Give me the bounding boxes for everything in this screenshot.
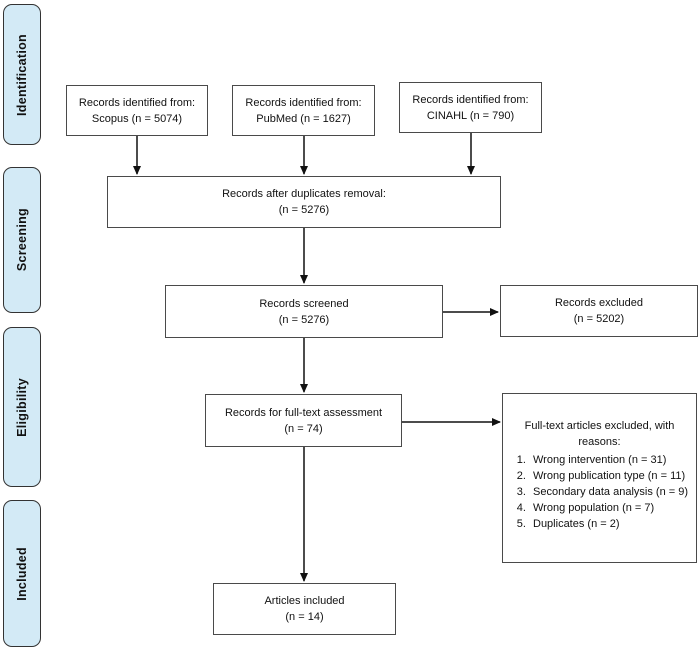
exclusion-reason-item: Wrong population (n = 7): [529, 500, 688, 516]
records-screened-box: Records screened (n = 5276): [165, 285, 443, 338]
stage-eligibility-label: Eligibility: [15, 377, 29, 437]
records-screened-line2: (n = 5276): [278, 313, 330, 326]
stage-eligibility: Eligibility: [3, 327, 41, 487]
fulltext-assessment-line2: (n = 74): [284, 422, 323, 435]
fulltext-excluded-heading-line1: Full-text articles excluded, with: [524, 420, 675, 432]
stage-screening: Screening: [3, 167, 41, 313]
fulltext-excluded-reasons-list: Wrong intervention (n = 31) Wrong public…: [503, 452, 688, 532]
records-cinahl-box: Records identified from: CINAHL (n = 790…: [399, 82, 542, 133]
articles-included-line2: (n = 14): [285, 611, 324, 623]
records-scopus-line2: Scopus (n = 5074): [91, 112, 183, 125]
records-excluded-box: Records excluded (n = 5202): [500, 285, 698, 337]
records-excluded-line2: (n = 5202): [573, 313, 625, 325]
records-excluded-line1: Records excluded: [554, 297, 644, 309]
stage-identification: Identification: [3, 4, 41, 145]
records-pubmed-line2: PubMed (n = 1627): [256, 112, 351, 125]
exclusion-reason-item: Secondary data analysis (n = 9): [529, 484, 688, 500]
fulltext-assessment-line1: Records for full-text assessment: [224, 406, 383, 419]
fulltext-excluded-box: Full-text articles excluded, with reason…: [502, 393, 697, 563]
stage-identification-label: Identification: [15, 33, 29, 116]
records-pubmed-line1: Records identified from:: [245, 96, 362, 109]
duplicates-removal-line1: Records after duplicates removal:: [222, 188, 386, 200]
stage-screening-label: Screening: [15, 208, 29, 272]
records-cinahl-line1: Records identified from:: [412, 93, 529, 106]
duplicates-removal-line2: (n = 5276): [278, 204, 330, 216]
articles-included-box: Articles included (n = 14): [213, 583, 396, 635]
stage-included-label: Included: [15, 546, 29, 601]
exclusion-reason-item: Wrong publication type (n = 11): [529, 468, 688, 484]
records-screened-line1: Records screened: [259, 297, 349, 310]
fulltext-excluded-heading-line2: reasons:: [578, 436, 621, 448]
fulltext-assessment-box: Records for full-text assessment (n = 74…: [205, 394, 402, 447]
records-cinahl-line2: CINAHL (n = 790): [426, 109, 515, 122]
exclusion-reason-item: Duplicates (n = 2): [529, 516, 688, 532]
articles-included-line1: Articles included: [264, 595, 345, 607]
exclusion-reason-item: Wrong intervention (n = 31): [529, 452, 688, 468]
records-pubmed-box: Records identified from: PubMed (n = 162…: [232, 85, 375, 136]
records-scopus-line1: Records identified from:: [78, 96, 196, 109]
records-scopus-box: Records identified from: Scopus (n = 507…: [66, 85, 208, 136]
stage-included: Included: [3, 500, 41, 647]
duplicates-removal-box: Records after duplicates removal: (n = 5…: [107, 176, 501, 228]
